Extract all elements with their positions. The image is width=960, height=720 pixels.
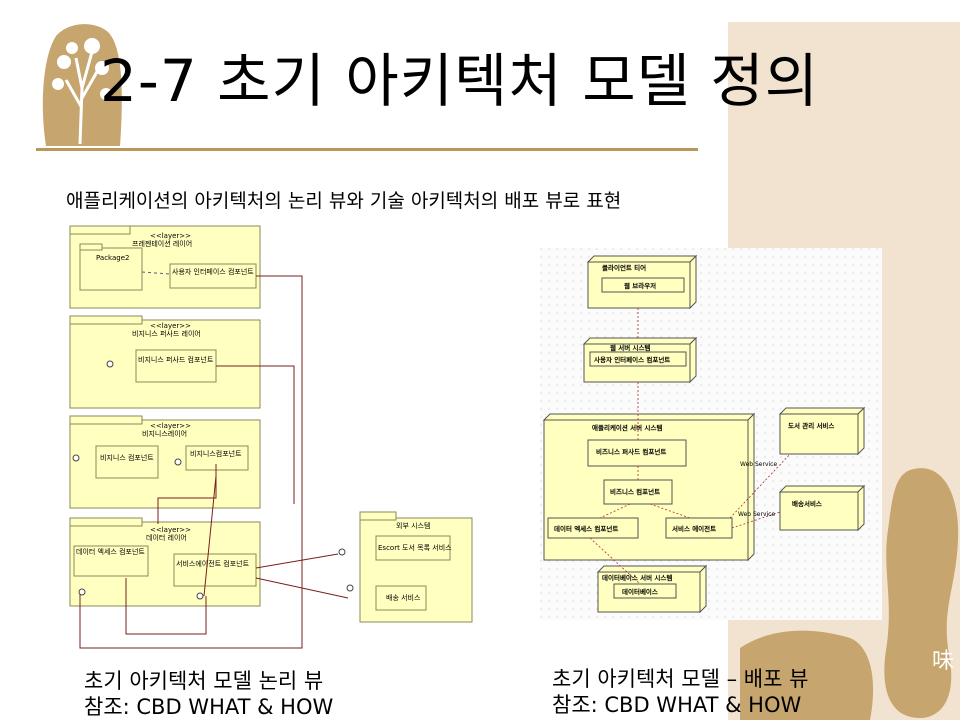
component-label: 비지니스컴포넌트 <box>190 449 242 458</box>
shipping-service-node <box>779 491 859 531</box>
component-label: 비지니스 퍼사드 컴포넌트 <box>138 355 214 364</box>
layer-name-label: 데이터 레이어 <box>146 533 187 542</box>
business-component <box>603 479 673 505</box>
node-label: 데이터베이스 서버 시스템 <box>602 573 672 582</box>
node-label: 웹 서버 시스템 <box>610 343 650 352</box>
decorative-hand-icon <box>740 630 874 720</box>
component-label: 사용자 인터페이스 컴포넌트 <box>172 267 254 276</box>
service-agent-component-box <box>173 553 257 587</box>
node-label: 도서 관리 서비스 <box>788 421 834 430</box>
stereotype-label: <<layer>> <box>150 232 191 240</box>
stereotype-label: <<layer>> <box>150 422 191 430</box>
web-browser-component <box>601 277 685 293</box>
shipping-service-box <box>375 585 427 611</box>
data-access-component-box <box>73 545 149 577</box>
component-label: Escort 도서 목록 서비스 <box>378 543 452 552</box>
ui-component <box>589 351 687 367</box>
component-label: 데이터 엑세스 컴포넌트 <box>554 524 618 533</box>
component-label: 데이터베이스 <box>622 587 658 596</box>
component-label: 배송 서비스 <box>386 593 421 602</box>
edge-label: Web Service <box>740 461 777 468</box>
package2-label: Package2 <box>96 254 129 262</box>
edge-label: Web Service <box>738 511 775 518</box>
page-subtitle: 애플리케이션의 아키텍처의 논리 뷰와 기술 아키텍처의 배포 뷰로 표현 <box>66 190 622 212</box>
business-component-box-a <box>95 445 159 479</box>
page-title: 2-7 초기 아키텍처 모델 정의 <box>100 47 820 115</box>
caption-line: 초기 아키텍처 모델 – 배포 뷰 <box>552 667 809 691</box>
business-component-box-b <box>185 445 249 471</box>
facade-component <box>587 439 687 467</box>
component-label: 웹 브라우저 <box>624 281 656 290</box>
component-label: 서비스 에이전트 <box>672 524 716 533</box>
svg-text:味: 味 <box>932 649 954 674</box>
caption-reference: 참조: CBD WHAT & HOW <box>84 695 334 719</box>
decorative-art-icon: 味 <box>884 468 959 718</box>
logical-view-diagram: <<layer>> 프레젠테이션 레이어 Package2 사용자 인터페이스 … <box>69 225 473 649</box>
component-label: 사용자 인터페이스 컴포넌트 <box>594 355 670 364</box>
component-label: 데이터 엑세스 컴포넌트 <box>76 547 145 556</box>
book-service-node <box>779 413 859 455</box>
deployment-view-diagram: 클라이언트 티어 웹 브라우저 웹 서버 시스템 사용자 인터페이스 컴포넌트 … <box>540 248 882 620</box>
caption-reference: 참조: CBD WHAT & HOW <box>552 693 802 717</box>
logical-view-caption: 초기 아키텍처 모델 논리 뷰 참조: CBD WHAT & HOW <box>84 668 333 720</box>
deployment-view-caption: 초기 아키텍처 모델 – 배포 뷰 참조: CBD WHAT & HOW <box>552 666 808 718</box>
escort-service-box <box>375 535 451 561</box>
stereotype-label: <<layer>> <box>150 526 191 534</box>
facade-component-box <box>135 349 217 383</box>
layer-name-label: 프레젠테이션 레이어 <box>132 239 192 248</box>
caption-line: 초기 아키텍처 모델 논리 뷰 <box>84 669 324 693</box>
node-label: 배송서비스 <box>792 499 822 508</box>
external-system-label: 외부 시스템 <box>396 521 430 530</box>
component-label: 비즈니스 퍼사드 컴포넌트 <box>596 447 666 456</box>
node-label: 애플리케이션 서버 시스템 <box>592 423 662 432</box>
stereotype-label: <<layer>> <box>150 322 191 330</box>
package2-box <box>79 247 143 291</box>
tree-logo-icon <box>42 24 122 146</box>
database-component <box>613 583 677 599</box>
layer-name-label: 비지니스레이어 <box>142 429 187 438</box>
layer-name-label: 비지니스 퍼사드 레이어 <box>132 329 201 338</box>
node-label: 클라이언트 티어 <box>602 263 646 272</box>
component-label: 비지니스 컴포넌트 <box>100 453 154 462</box>
data-access-component <box>547 517 639 539</box>
title-divider <box>36 148 698 151</box>
component-label: 서비스에이전트 컴포넌트 <box>176 559 250 568</box>
component-label: 비즈니스 컴포넌트 <box>610 487 660 496</box>
